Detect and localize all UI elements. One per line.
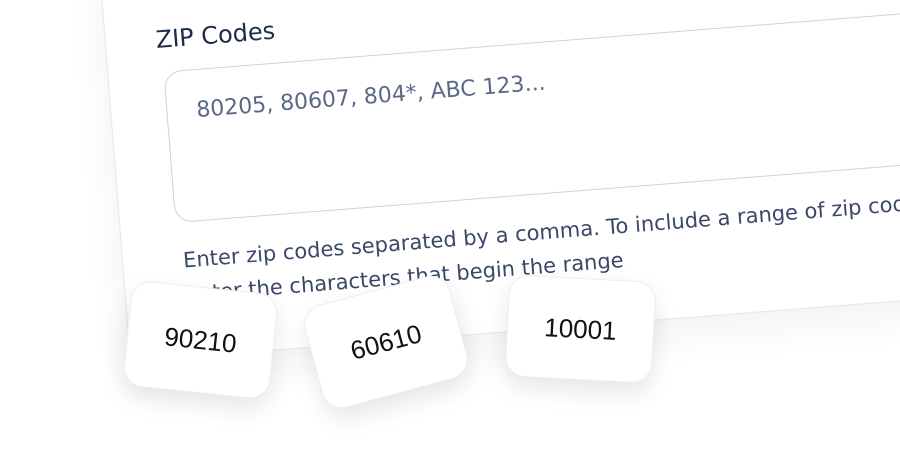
- zip-chip[interactable]: 90210: [121, 279, 280, 401]
- zip-chip[interactable]: 10001: [504, 274, 657, 384]
- zip-codes-label: ZIP Codes: [154, 16, 277, 54]
- zip-codes-placeholder: 80205, 80607, 804*, ABC 123...: [195, 70, 547, 123]
